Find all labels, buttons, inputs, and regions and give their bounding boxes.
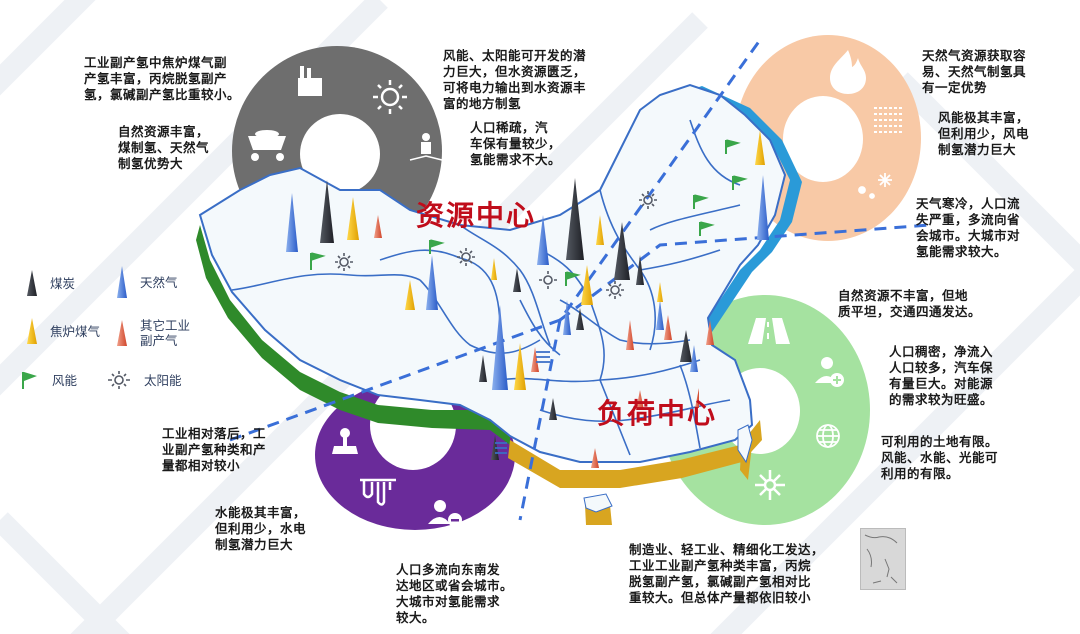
snowflake-icon	[755, 470, 785, 500]
west-edge-extrusion	[196, 225, 510, 445]
taiwan	[737, 424, 753, 464]
hydro-markers	[495, 351, 550, 454]
legend-item-wind: 风能	[20, 370, 77, 390]
south-edge-extrusion	[508, 420, 762, 488]
note-sw-industry: 工业相对落后，工 业副产氢种类和产 量都相对较小	[162, 426, 267, 473]
solar-icon	[108, 371, 130, 389]
road-icon	[748, 318, 790, 344]
note-nw-population: 人口稀疏，汽 车保有量较少， 氢能需求不大。	[470, 120, 562, 167]
note-ne-population: 天气寒冷，人口流 失严重，多流向省 会城市。大城市对 氢能需求较大。	[916, 196, 1021, 259]
user-minus-icon	[428, 500, 462, 527]
other-gas-spikes	[374, 215, 714, 468]
legend-item-coke-gas: 焦炉煤气	[26, 318, 100, 344]
load-center-label: 负荷中心	[597, 397, 718, 430]
coke-gas-spikes	[347, 130, 765, 390]
inset-map-drawing	[864, 534, 898, 584]
region-divider-lines	[229, 39, 931, 521]
other-gas-spike-icon	[117, 320, 127, 346]
note-nw-resources: 自然资源丰富， 煤制氢、天然气 制氢优势大	[118, 124, 210, 171]
mine-cart-icon	[248, 130, 286, 161]
snowflake-icon	[858, 173, 892, 199]
legend-item-other-gas: 其它工业 副产气	[116, 318, 190, 348]
note-ne-gas: 天然气资源获取容 易、天然气制氢具 有一定优势	[922, 48, 1027, 95]
note-nw-wind-solar: 风能、太阳能可开发的潜 力巨大，但水资源匮乏， 可将电力输出到水资源丰 富的地方…	[443, 48, 587, 111]
legend-item-gas: 天然气	[116, 266, 178, 298]
northeast-ring-hole	[783, 96, 863, 182]
sun-icon	[373, 80, 407, 114]
gas-spikes	[286, 175, 769, 390]
hainan	[583, 493, 613, 513]
note-sw-population: 人口多流向东南发 达地区或省会城市。 大城市对氢能需求 较大。	[396, 562, 514, 625]
solar-markers	[335, 191, 657, 299]
note-e-land: 可利用的土地有限。 风能、水能、光能可 利用的有限。	[881, 434, 999, 481]
gas-spike-icon	[117, 266, 127, 298]
flame-icon	[830, 50, 866, 94]
wind-flag-icon	[22, 372, 37, 389]
joystick-icon	[332, 428, 358, 454]
legend-item-solar: 太阳能	[106, 370, 182, 390]
south-china-sea-inset-map	[860, 528, 906, 590]
note-e-industry: 制造业、轻工业、精细化工发达， 工业工业副产氢种类丰富，丙烷 脱氢副产氢，氯碱副…	[629, 542, 825, 605]
wind-turbine-icon	[409, 133, 443, 161]
coke-gas-spike-icon	[27, 318, 37, 344]
note-e-terrain: 自然资源不丰富，但地 质平坦，交通四通发达。	[838, 288, 982, 319]
resource-center-label: 资源中心	[416, 199, 537, 232]
icicle-icon	[360, 478, 396, 506]
coal-spike-icon	[27, 270, 37, 296]
note-e-population: 人口稠密，净流入 人口较多，汽车保 有量巨大。对能源 的需求较为旺盛。	[889, 344, 994, 407]
note-nw-industrial: 工业副产氢中焦炉煤气副 产氢丰富，丙烷脱氢副产 氢，氯碱副产氢比重较小。	[84, 55, 241, 102]
coal-spikes	[320, 178, 692, 460]
user-plus-icon	[815, 357, 844, 387]
note-ne-wind: 风能极其丰富， 但利用少，风电 制氢潜力巨大	[938, 110, 1030, 157]
factory-icon	[298, 66, 322, 96]
globe-icon	[816, 424, 840, 448]
note-sw-hydro: 水能极其丰富， 但利用少，水电 制氢潜力巨大	[215, 505, 307, 552]
wind-flag-markers	[310, 139, 748, 286]
legend-item-coal: 煤炭	[26, 270, 75, 296]
